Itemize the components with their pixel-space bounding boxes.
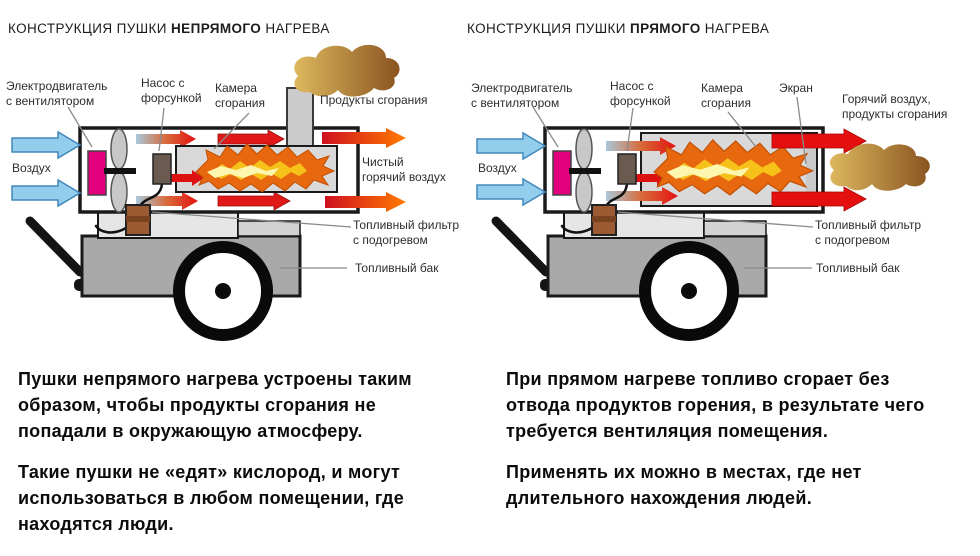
electric-motor [87,150,107,196]
electric-motor [552,150,572,196]
right-label-motor: Электродвигатель с вентилятором [471,81,573,110]
left-title-prefix: КОНСТРУКЦИЯ ПУШКИ [8,21,172,36]
fuel-filter [591,204,617,236]
right-label-tank: Топливный бак [816,261,900,275]
left-label-pump: Насос с форсункой [141,76,202,105]
right-diagram-title: КОНСТРУКЦИЯ ПУШКИ ПРЯМОГО НАГРЕВА [467,21,769,37]
handle [491,216,551,277]
left-paragraph-1: Пушки непрямого нагрева устроены таким о… [18,369,412,441]
fuel-line [138,182,164,208]
smoke-cloud [294,44,400,97]
chimney [286,87,314,149]
right-paragraph-2: Применять их можно в местах, где нет дли… [506,462,862,508]
diagram-artwork [11,44,930,341]
leader-lines [532,96,814,269]
left-diagram-title: КОНСТРУКЦИЯ ПУШКИ НЕПРЯМОГО НАГРЕВА [8,21,330,37]
right-paragraph-1: При прямом нагреве топливо сгорает без о… [506,369,925,441]
left-title-bold: НЕПРЯМОГО [171,21,262,36]
left-label-tank: Топливный бак [355,261,439,275]
fuel-line-2 [94,224,128,234]
left-title-suffix: НАГРЕВА [261,21,330,36]
exit-arrows [771,128,867,212]
right-label-screen: Экран [779,81,813,95]
left-label-clean-air: Чистый горячий воздух [362,155,446,184]
platform-step [237,220,301,237]
right-title-suffix: НАГРЕВА [700,21,770,36]
fuel-line [604,182,629,208]
left-machine [11,44,406,341]
wheel-hub [215,283,231,299]
fuel-pump [617,153,637,185]
right-label-chamber: Камера сгорания [701,81,751,110]
left-label-air: Воздух [12,161,51,175]
nozzle-arrow [170,170,204,186]
leader-lines [67,106,352,269]
cold-air-arrows [476,131,547,207]
fuel-pump [152,153,172,185]
flame [195,143,336,193]
left-label-filter: Топливный фильтр с подогревом [353,218,459,247]
fuel-line-2 [560,224,594,234]
right-label-filter: Топливный фильтр с подогревом [815,218,921,247]
left-label-chamber: Камера сгорания [215,81,265,110]
right-title-prefix: КОНСТРУКЦИЯ ПУШКИ [467,21,631,36]
right-machine [476,96,930,341]
wheel-hub [681,283,697,299]
platform [563,211,705,239]
platform [97,211,239,239]
right-title-bold: ПРЯМОГО [630,21,701,36]
fan [569,128,601,213]
right-label-pump: Насос с форсункой [610,79,671,108]
right-label-air: Воздух [478,161,517,175]
handle [25,216,85,277]
cold-air-arrows [11,130,82,208]
left-label-products: Продукты сгорания [320,93,428,107]
left-paragraph-2: Такие пушки не «едят» кислород, и могут … [18,462,405,534]
left-label-motor: Электродвигатель с вентилятором [6,79,108,108]
heat-flow-arrows [136,128,406,212]
right-label-hot-air: Горячий воздух, продукты сгорания [842,92,948,121]
smoke-cloud [829,143,930,191]
fuel-filter [125,204,151,236]
fan [104,128,136,213]
